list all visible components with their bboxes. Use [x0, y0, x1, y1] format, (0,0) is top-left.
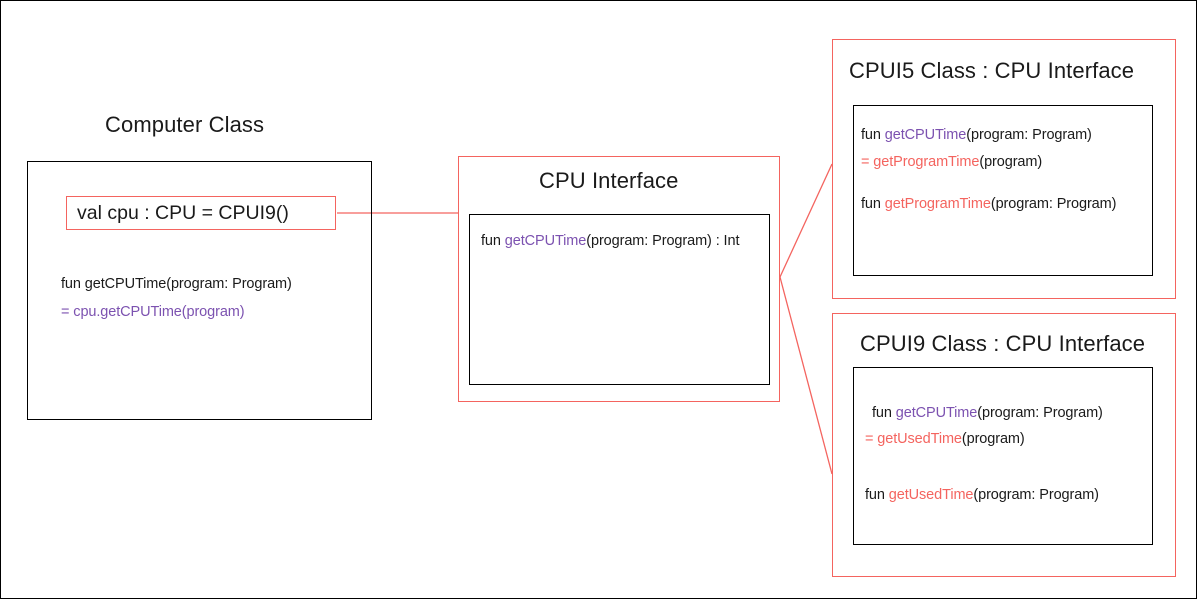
cpui5-line2-name: getProgramTime: [873, 154, 980, 170]
cpui5-inner-box: [853, 105, 1153, 276]
cpui9-method-line-3: fun getUsedTime(program: Program): [865, 486, 1099, 504]
cpui5-method-line-2: = getProgramTime(program): [861, 153, 1042, 171]
connector-interface-to-cpui9: [779, 276, 833, 475]
cpui5-line3-name: getProgramTime: [884, 196, 991, 212]
cpu-interface-method-line: fun getCPUTime(program: Program) : Int: [481, 232, 739, 250]
cpui9-method-line-2: = getUsedTime(program): [865, 430, 1025, 448]
connector-interface-to-cpui5: [779, 163, 833, 278]
cpui9-method-line-1: fun getCPUTime(program: Program): [872, 404, 1103, 422]
cpu-interface-outer-box: [458, 156, 780, 402]
cpui5-line1-keyword: fun: [861, 127, 885, 143]
cpui9-outer-box: [832, 313, 1176, 577]
cpui9-inner-box: [853, 367, 1153, 545]
computer-class-method-signature: fun getCPUTime(program: Program): [61, 275, 292, 293]
cpui9-line2-name: getUsedTime: [877, 431, 962, 447]
cpui9-line3-params: (program: Program): [973, 487, 1099, 503]
cpui9-line2-prefix: =: [865, 431, 878, 447]
computer-class-box: [27, 161, 372, 420]
computer-method-signature-text: fun getCPUTime(program: Program): [61, 276, 292, 292]
cpui5-line1-name: getCPUTime: [884, 127, 967, 143]
cpui5-line2-params: (program): [979, 154, 1043, 170]
cpui9-title: CPUI9 Class : CPU Interface: [860, 331, 1146, 356]
cpui5-method-line-3: fun getProgramTime(program: Program): [861, 195, 1116, 213]
cpui9-line3-keyword: fun: [865, 487, 889, 503]
computer-method-body-call: cpu.getCPUTime(program): [73, 304, 245, 320]
computer-class-property-text: val cpu : CPU = CPUI9(): [77, 201, 289, 224]
cpui5-line3-keyword: fun: [861, 196, 885, 212]
cpui9-line3-name: getUsedTime: [888, 487, 974, 503]
cpui5-outer-box: [832, 39, 1176, 299]
cpui5-method-line-1: fun getCPUTime(program: Program): [861, 126, 1092, 144]
computer-class-method-body: = cpu.getCPUTime(program): [61, 303, 245, 321]
cpui5-title: CPUI5 Class : CPU Interface: [849, 58, 1135, 83]
cpu-interface-title: CPU Interface: [539, 168, 679, 193]
cpui9-line2-params: (program): [961, 431, 1025, 447]
cpui5-line2-prefix: =: [861, 154, 874, 170]
cpu-interface-method-params: (program: Program) : Int: [586, 233, 740, 249]
cpu-interface-inner-box: [469, 214, 770, 385]
cpui9-line1-params: (program: Program): [977, 405, 1103, 421]
cpui9-line1-name: getCPUTime: [895, 405, 978, 421]
cpu-interface-method-name: getCPUTime: [504, 233, 587, 249]
cpui9-line1-keyword: fun: [872, 405, 896, 421]
computer-class-title: Computer Class: [105, 112, 265, 137]
cpui5-line3-params: (program: Program): [990, 196, 1117, 212]
computer-class-property-highlight: val cpu : CPU = CPUI9(): [66, 196, 336, 230]
cpu-interface-method-keyword: fun: [481, 233, 505, 249]
cpui5-line1-params: (program: Program): [966, 127, 1092, 143]
computer-method-body-prefix: =: [61, 304, 74, 320]
